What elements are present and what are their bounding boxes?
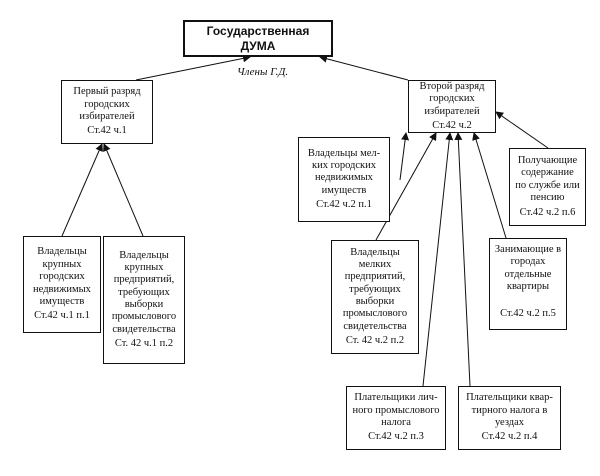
second-item-4-box: Плательщики квар- тирного налога в уезда…	[458, 386, 561, 450]
edge-first-to-duma	[135, 54, 251, 81]
first-item-2-ref: Ст. 42 ч.1 п.2	[114, 338, 174, 350]
edge-f1-to-first	[61, 143, 103, 237]
edge-s5-to-second	[472, 132, 507, 239]
edge-s1-to-second	[399, 132, 410, 181]
second-item-2-box: Владельцы мелких предприятий, требующих …	[331, 240, 419, 354]
second-item-5-ref: Ст.42 ч.2 п.5	[500, 307, 556, 319]
second-category-box: Второй разряд городских избирателей Ст.4…	[408, 80, 496, 133]
second-item-6-box: Получающие содержание по службе или пенс…	[509, 148, 586, 226]
second-item-2-ref: Ст. 42 ч.2 п.2	[345, 335, 405, 347]
first-item-1-label: Владельцы крупных городских недвижимых и…	[33, 246, 91, 307]
second-item-3-label: Плательщики лич- ного промыслового налог…	[352, 392, 440, 428]
second-item-2-label: Владельцы мелких предприятий, требующих …	[342, 246, 408, 332]
first-item-2-box: Владельцы крупных предприятий, требующих…	[103, 236, 185, 364]
second-item-1-ref: Ст.42 ч.2 п.1	[316, 199, 372, 211]
members-label: Члены Г.Д.	[237, 66, 289, 78]
first-category-box: Первый разряд городских избирателей Ст.4…	[61, 80, 153, 144]
first-item-1-ref: Ст.42 ч.1 п.1	[34, 310, 90, 322]
duma-box: Государственная ДУМА	[183, 20, 333, 57]
edge-s2-to-second	[375, 132, 437, 241]
second-item-3-box: Плательщики лич- ного промыслового налог…	[346, 386, 446, 450]
first-category-ref: Ст.42 ч.1	[87, 125, 127, 137]
edge-f2-to-first	[103, 143, 144, 237]
first-item-2-label: Владельцы крупных предприятий, требующих…	[111, 249, 177, 335]
second-item-3-ref: Ст.42 ч.2 п.3	[368, 431, 424, 443]
second-item-1-box: Владельцы мел- ких городских недвижимых …	[298, 137, 390, 222]
edge-s6-to-second	[495, 111, 549, 149]
first-category-label: Первый разряд городских избирателей	[73, 86, 141, 122]
second-category-ref: Ст.42 ч.2	[432, 119, 472, 131]
second-item-1-label: Владельцы мел- ких городских недвижимых …	[307, 147, 381, 196]
second-item-4-label: Плательщики квар- тирного налога в уезда…	[466, 392, 553, 428]
second-item-5-box: Занимающие в городах отдельные квартиры …	[489, 238, 567, 330]
second-item-4-ref: Ст.42 ч.2 п.4	[481, 431, 538, 443]
edge-second-to-duma	[319, 54, 409, 81]
second-item-6-label: Получающие содержание по службе или пенс…	[515, 155, 580, 204]
duma-label: Государственная ДУМА	[206, 23, 310, 53]
first-item-1-box: Владельцы крупных городских недвижимых и…	[23, 236, 101, 333]
second-category-label: Второй разряд городских избирателей	[419, 80, 485, 117]
edge-s3-to-second	[422, 132, 454, 387]
second-item-6-ref: Ст.42 ч.2 п.6	[519, 206, 576, 218]
second-item-5-label: Занимающие в городах отдельные квартиры	[494, 244, 562, 293]
edge-s4-to-second	[454, 132, 471, 387]
